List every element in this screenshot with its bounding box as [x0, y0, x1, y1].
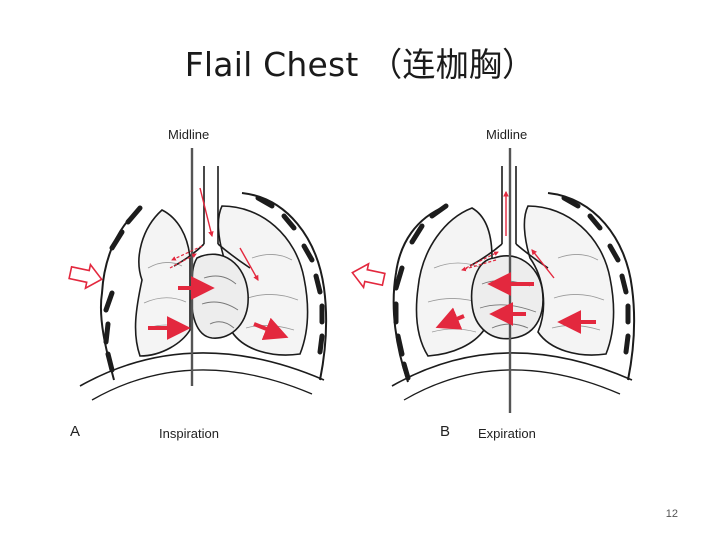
- right-chest-wall: [547, 192, 636, 381]
- airflow-arrow: [531, 249, 555, 279]
- left-lung-collapsed: [134, 209, 191, 357]
- right-rib-segments: [561, 195, 631, 355]
- page-number: 12: [665, 508, 678, 520]
- right-lung: [523, 205, 615, 356]
- panel-b: [351, 148, 636, 413]
- airflow-arrow: [171, 245, 203, 261]
- mediastinal-shift-arrow: [253, 317, 289, 341]
- right-rib-segments: [255, 195, 325, 355]
- airflow-arrow: [239, 247, 259, 281]
- expiration-label: Expiration: [478, 426, 536, 441]
- panel-letter-a: A: [70, 423, 81, 440]
- flail-chest-figure: Midline Midline A Inspiration B Expirati…: [62, 118, 662, 448]
- midline-label-b: Midline: [486, 127, 528, 142]
- airflow-arrow: [465, 251, 499, 269]
- inspiration-label: Inspiration: [159, 426, 219, 441]
- diaphragm-curve-inner: [91, 369, 313, 401]
- slide-title: Flail Chest （连枷胸）: [184, 45, 536, 84]
- mediastinal-shift-arrow: [435, 307, 465, 330]
- trachea: [501, 166, 517, 244]
- airflow-arrow: [199, 187, 214, 238]
- left-lung: [415, 207, 493, 357]
- flail-inward-arrow: [68, 262, 103, 290]
- heart: [470, 255, 544, 340]
- left-rib-segments: [103, 205, 143, 373]
- flail-outward-arrow: [351, 262, 386, 290]
- diaphragm-curve: [391, 352, 633, 387]
- right-chest-wall: [241, 192, 328, 381]
- panel-a: [68, 148, 328, 401]
- diaphragm-curve-inner: [403, 369, 621, 401]
- figure-svg: [68, 148, 636, 413]
- diaphragm-curve: [79, 352, 325, 387]
- panel-letter-b: B: [440, 423, 451, 440]
- midline-label-a: Midline: [168, 127, 210, 142]
- airflow-arrow: [461, 259, 497, 272]
- left-rib-segments: [393, 203, 449, 381]
